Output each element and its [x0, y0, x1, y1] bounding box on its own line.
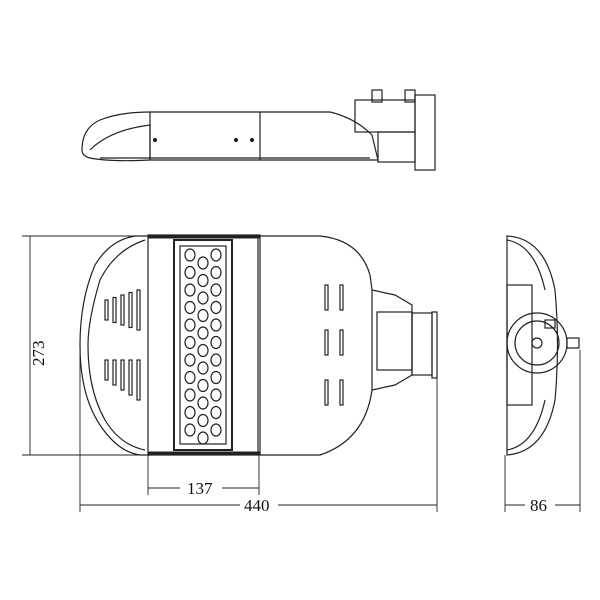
led-lens: [197, 256, 209, 270]
dimension-lines: [22, 235, 581, 512]
led-lens: [210, 388, 222, 402]
led-lens: [184, 388, 196, 402]
vent-slot: [120, 359, 125, 391]
led-lens: [210, 335, 222, 350]
led-lens: [197, 308, 209, 323]
led-lens: [197, 326, 209, 340]
led-lens: [197, 378, 209, 393]
vent-slot: [339, 284, 344, 311]
vent-slot: [104, 359, 109, 381]
vent-slot: [324, 379, 329, 406]
dim-module-width-label: 137: [187, 479, 213, 498]
vent-slot: [136, 289, 141, 331]
led-lens: [197, 431, 209, 445]
dim-height-label: 273: [29, 341, 48, 367]
led-lens: [184, 265, 196, 280]
led-lens: [184, 335, 196, 350]
led-lens: [184, 423, 196, 437]
vent-slot: [112, 359, 117, 386]
led-lens: [210, 423, 222, 437]
vent-slot: [324, 329, 329, 356]
led-lens: [184, 318, 196, 332]
side-view: [506, 235, 580, 456]
vent-slot: [128, 291, 133, 329]
led-lens: [197, 343, 209, 358]
elevation-view: [81, 89, 436, 171]
led-lens: [210, 405, 222, 420]
dim-length-label: 440: [244, 496, 270, 515]
led-lens: [210, 265, 222, 280]
led-lens: [210, 248, 222, 262]
led-lens: [184, 283, 196, 297]
led-lens: [197, 361, 209, 375]
vent-slot: [324, 284, 329, 311]
vent-slot: [120, 294, 125, 326]
plan-view: [79, 234, 438, 456]
led-lens: [184, 353, 196, 367]
vent-slot: [104, 299, 109, 321]
vent-slot: [128, 359, 133, 396]
led-lens: [197, 413, 209, 428]
led-lens: [184, 405, 196, 420]
vent-slot: [339, 329, 344, 356]
led-lens: [210, 370, 222, 385]
led-lens: [197, 291, 209, 305]
led-lens: [184, 370, 196, 385]
led-lens: [210, 300, 222, 315]
dim-depth-label: 86: [530, 496, 547, 515]
led-lens: [210, 318, 222, 332]
led-lens: [197, 396, 209, 410]
vent-slot: [112, 296, 117, 324]
led-lens: [184, 300, 196, 315]
led-lens: [197, 273, 209, 288]
led-lens: [184, 248, 196, 262]
vent-slot: [136, 359, 141, 401]
led-lens: [210, 283, 222, 297]
vent-slot: [339, 379, 344, 406]
led-lens: [210, 353, 222, 367]
